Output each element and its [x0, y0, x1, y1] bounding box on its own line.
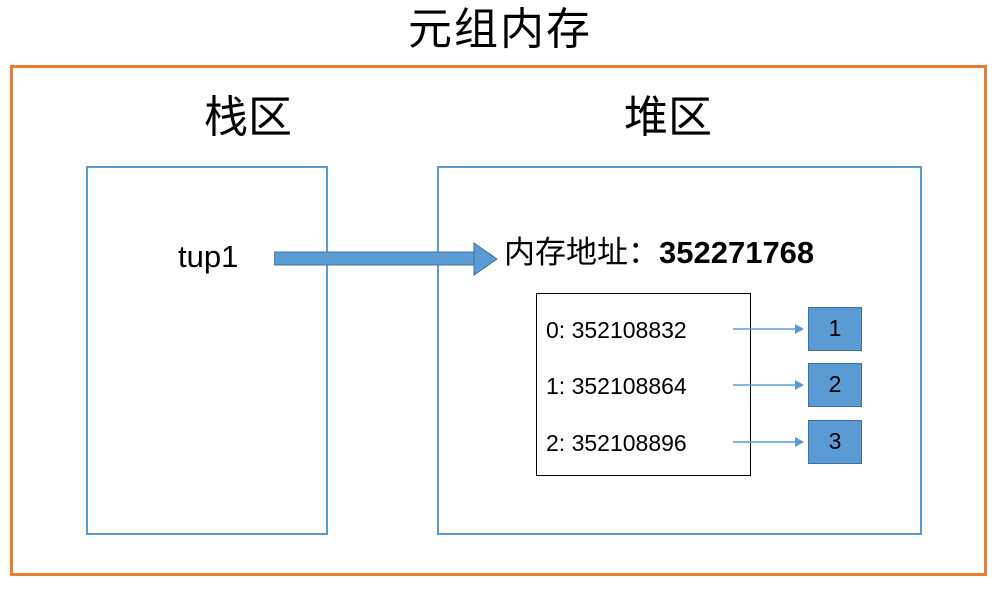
- tuple-slot-2: 2: 352108896: [546, 430, 687, 456]
- value-box-1: 2: [808, 363, 862, 407]
- value-box-2: 3: [808, 420, 862, 464]
- slot-arrow-1: [733, 380, 804, 390]
- value-box-0: 1: [808, 307, 862, 351]
- variable-name: tup1: [178, 239, 239, 274]
- diagram-title: 元组内存: [408, 4, 592, 55]
- slot-arrow-0: [733, 324, 804, 334]
- reference-arrow: [274, 242, 498, 276]
- memory-address: 内存地址：352271768: [504, 230, 814, 276]
- slot-arrow-2: [733, 437, 804, 447]
- tuple-slot-0: 0: 352108832: [546, 317, 687, 343]
- tuple-slot-1: 1: 352108864: [546, 373, 687, 399]
- heap-region: [437, 166, 922, 535]
- address-label: 内存地址：: [504, 235, 659, 271]
- stack-region: [86, 166, 328, 535]
- address-value: 352271768: [659, 235, 815, 270]
- stack-label: 栈区: [204, 92, 292, 143]
- memory-frame: [10, 65, 987, 576]
- heap-label: 堆区: [624, 92, 712, 143]
